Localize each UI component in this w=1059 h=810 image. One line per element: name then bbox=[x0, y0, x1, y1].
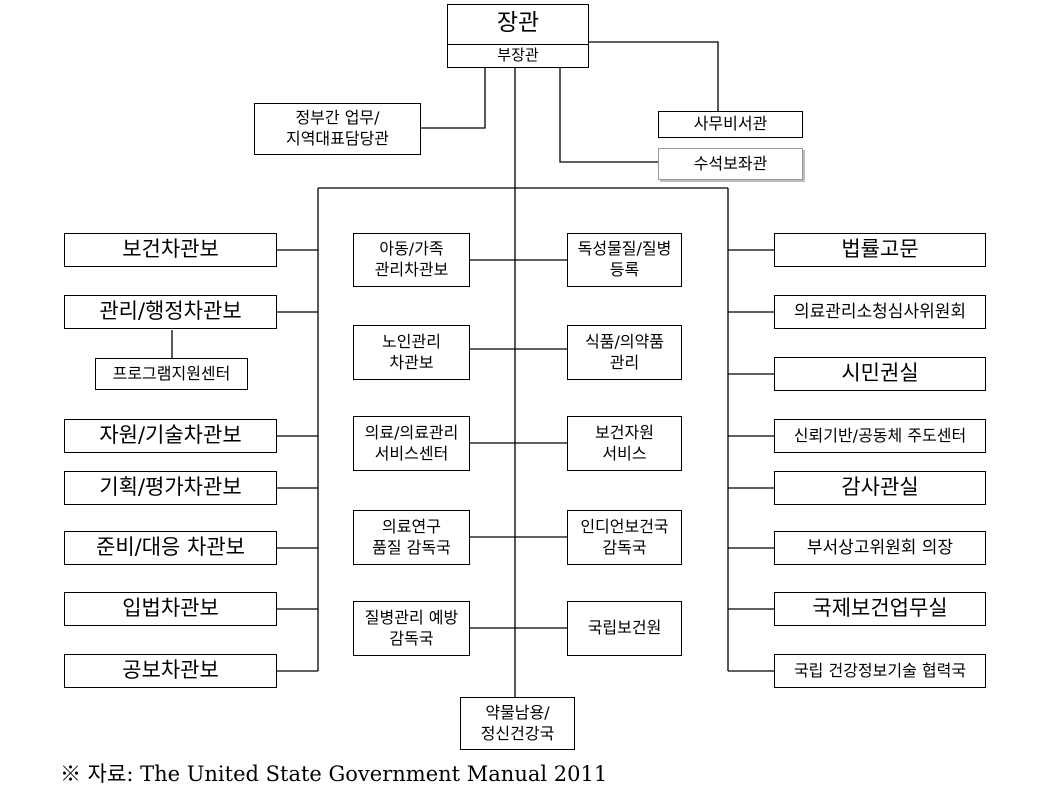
box-line: 아동/가족 bbox=[379, 239, 444, 259]
right-office-box: 국립 건강정보기술 협력국 bbox=[774, 654, 986, 688]
box-line: 정부간 업무/ bbox=[295, 108, 380, 128]
box-line: 보건자원 bbox=[595, 422, 654, 442]
chief-advisor-box: 수석보좌관 bbox=[658, 148, 803, 180]
left-office-box: 보건차관보 bbox=[64, 233, 277, 267]
box-line: 의료/의료관리 bbox=[364, 422, 459, 442]
box-line: 차관보 bbox=[389, 352, 434, 372]
program-support-center-box: 프로그램지원센터 bbox=[95, 358, 248, 390]
right-office-box: 국제보건업무실 bbox=[774, 592, 986, 626]
center-right-box: 인디언보건국 감독국 bbox=[567, 510, 682, 565]
center-left-box: 의료/의료관리 서비스센터 bbox=[353, 416, 470, 471]
left-office-box: 준비/대응 차관보 bbox=[64, 531, 277, 565]
left-office-box: 자원/기술차관보 bbox=[64, 419, 277, 453]
deputy-minister-title: 부장관 bbox=[497, 46, 539, 65]
box-line: 관리 bbox=[609, 352, 640, 372]
box-line: 질병관리 예방 bbox=[364, 607, 459, 627]
box-line: 노인관리 bbox=[382, 331, 441, 351]
right-office-box: 법률고문 bbox=[774, 233, 986, 267]
substance-abuse-box: 약물남용/ 정신건강국 bbox=[460, 697, 575, 750]
box-line: 약물남용/ bbox=[485, 702, 550, 722]
minister-box: 장관 부장관 bbox=[447, 4, 589, 68]
box-line: 식품/의약품 bbox=[585, 331, 664, 351]
right-office-box: 시민권실 bbox=[774, 357, 986, 391]
center-left-box: 질병관리 예방 감독국 bbox=[353, 601, 470, 656]
center-right-box: 식품/의약품 관리 bbox=[567, 325, 682, 380]
box-line: 서비스센터 bbox=[374, 443, 449, 463]
center-right-box: 국립보건원 bbox=[567, 601, 682, 656]
box-line: 지역대표담당관 bbox=[285, 129, 390, 148]
minister-title: 장관 bbox=[448, 5, 588, 45]
left-office-box: 기획/평가차관보 bbox=[64, 471, 277, 505]
intergovernmental-affairs-box: 정부간 업무/ 지역대표담당관 bbox=[254, 103, 421, 155]
box-line: 서비스 bbox=[602, 443, 647, 463]
box-line: 정신건강국 bbox=[480, 723, 555, 743]
center-right-box: 독성물질/질병 등록 bbox=[567, 233, 682, 287]
box-line: 감독국 bbox=[389, 628, 434, 648]
box-line: 감독국 bbox=[602, 537, 647, 557]
right-office-box: 감사관실 bbox=[774, 471, 986, 505]
center-left-box: 아동/가족 관리차관보 bbox=[353, 233, 470, 287]
center-left-box: 노인관리 차관보 bbox=[353, 325, 470, 380]
right-office-box: 신뢰기반/공동체 주도센터 bbox=[774, 419, 986, 453]
box-line: 품질 감독국 bbox=[372, 537, 451, 557]
executive-secretary-box: 사무비서관 bbox=[658, 111, 803, 138]
right-office-box: 부서상고위원회 의장 bbox=[774, 531, 986, 565]
box-line: 관리차관보 bbox=[374, 260, 449, 279]
box-line: 등록 bbox=[609, 260, 640, 279]
right-office-box: 의료관리소청심사위원회 bbox=[774, 295, 986, 329]
box-line: 인디언보건국 bbox=[580, 516, 669, 536]
box-line: 의료연구 bbox=[382, 516, 441, 536]
box-line: 독성물질/질병 bbox=[577, 239, 672, 259]
source-note: ※ 자료: The United State Government Manual… bbox=[60, 762, 608, 786]
left-office-box: 관리/행정차관보 bbox=[64, 295, 277, 329]
left-office-box: 공보차관보 bbox=[64, 654, 277, 688]
center-right-box: 보건자원 서비스 bbox=[567, 416, 682, 471]
left-office-box: 입법차관보 bbox=[64, 592, 277, 626]
center-left-box: 의료연구 품질 감독국 bbox=[353, 510, 470, 565]
